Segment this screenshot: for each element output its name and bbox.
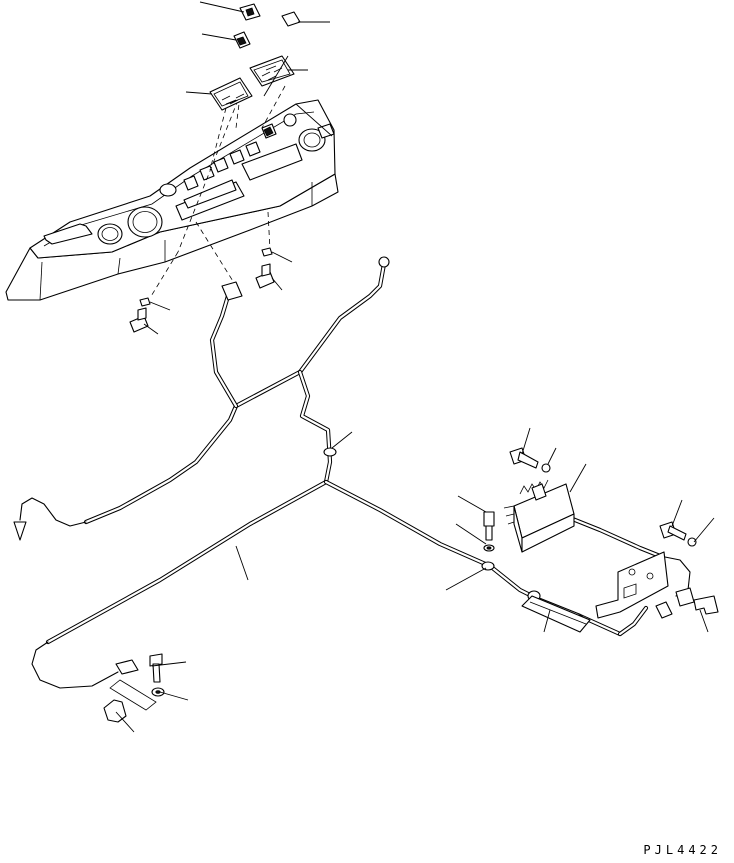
controller-unit [503, 479, 575, 553]
drawing-code: PJL4422 [643, 843, 722, 857]
fasteners-bottom-left [103, 653, 165, 723]
mounting-bracket [595, 551, 669, 619]
harness-connectors [13, 256, 585, 626]
protector-tube [521, 595, 591, 633]
fasteners-console [129, 247, 275, 333]
leader-lines [115, 1, 715, 733]
instrument-panel [5, 99, 339, 301]
projection-lines [149, 85, 286, 299]
switch-parts [209, 3, 301, 111]
wiring-harness [19, 261, 691, 689]
